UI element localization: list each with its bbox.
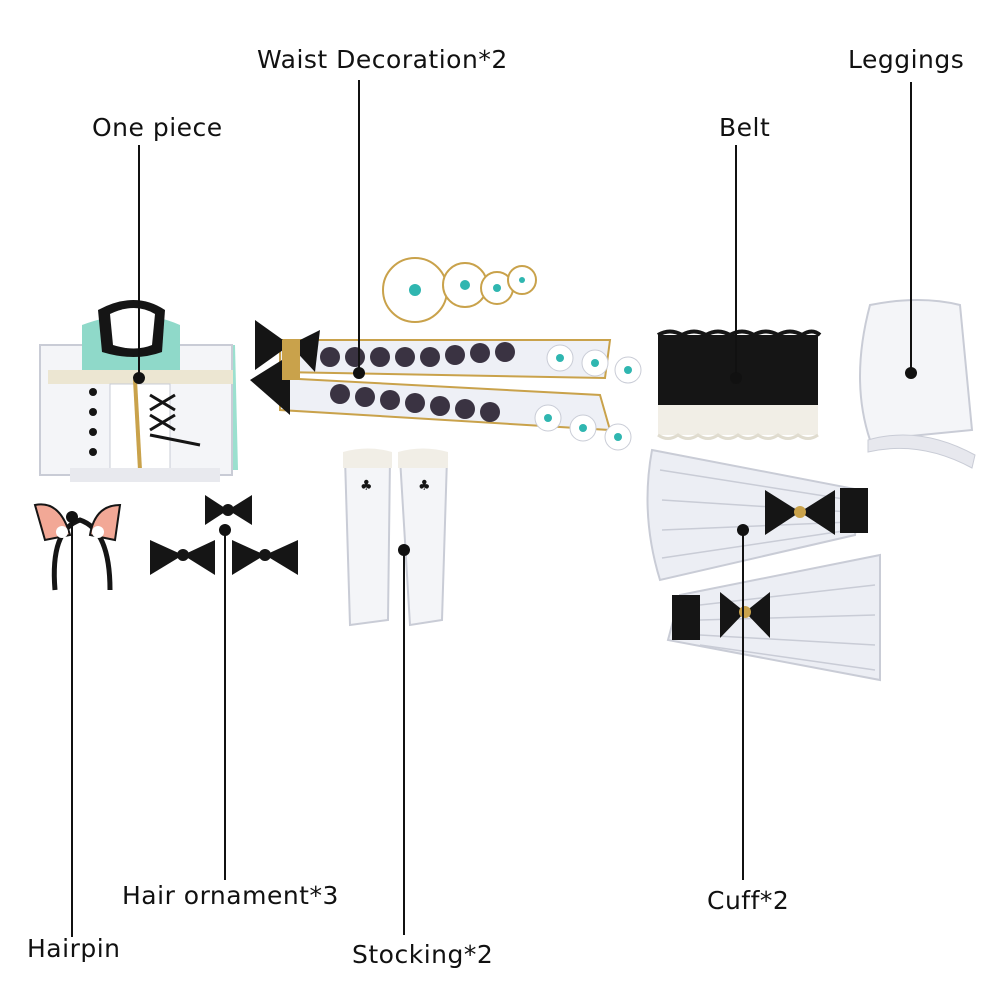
one-piece-label: One piece <box>92 113 223 142</box>
hairpin-leader <box>71 517 73 937</box>
hair-ornament-dot <box>219 524 231 536</box>
hair-ornament-label: Hair ornament*3 <box>122 881 339 910</box>
hairpin-label: Hairpin <box>27 934 121 963</box>
cuff-leader <box>742 530 744 880</box>
one-piece-item <box>39 300 238 482</box>
stocking-label: Stocking*2 <box>352 940 494 969</box>
cuff-item <box>646 448 881 682</box>
leggings-label: Leggings <box>848 45 965 74</box>
belt-dot <box>730 372 742 384</box>
leggings-item <box>859 299 976 469</box>
one-piece-leader <box>138 145 140 377</box>
svg-text:♣: ♣ <box>360 478 373 494</box>
waist-decoration-item <box>250 257 642 451</box>
belt-item <box>656 329 822 440</box>
stocking-dot <box>398 544 410 556</box>
stocking-leader <box>403 550 405 935</box>
one-piece-dot <box>133 372 145 384</box>
hairpin-item <box>33 503 122 591</box>
hairpin-dot <box>66 511 78 523</box>
waist-decoration-dot <box>353 367 365 379</box>
cuff-label: Cuff*2 <box>707 886 790 915</box>
hair-ornament-item <box>150 495 298 575</box>
svg-text:♣: ♣ <box>418 478 431 494</box>
leggings-leader <box>910 82 912 372</box>
belt-leader <box>735 145 737 377</box>
belt-label: Belt <box>719 113 771 142</box>
hair-ornament-leader <box>224 530 226 880</box>
leggings-dot <box>905 367 917 379</box>
stocking-item: ♣ ♣ <box>343 448 449 627</box>
cuff-dot <box>737 524 749 536</box>
waist-decoration-leader <box>358 80 360 372</box>
waist-decoration-label: Waist Decoration*2 <box>257 45 508 74</box>
